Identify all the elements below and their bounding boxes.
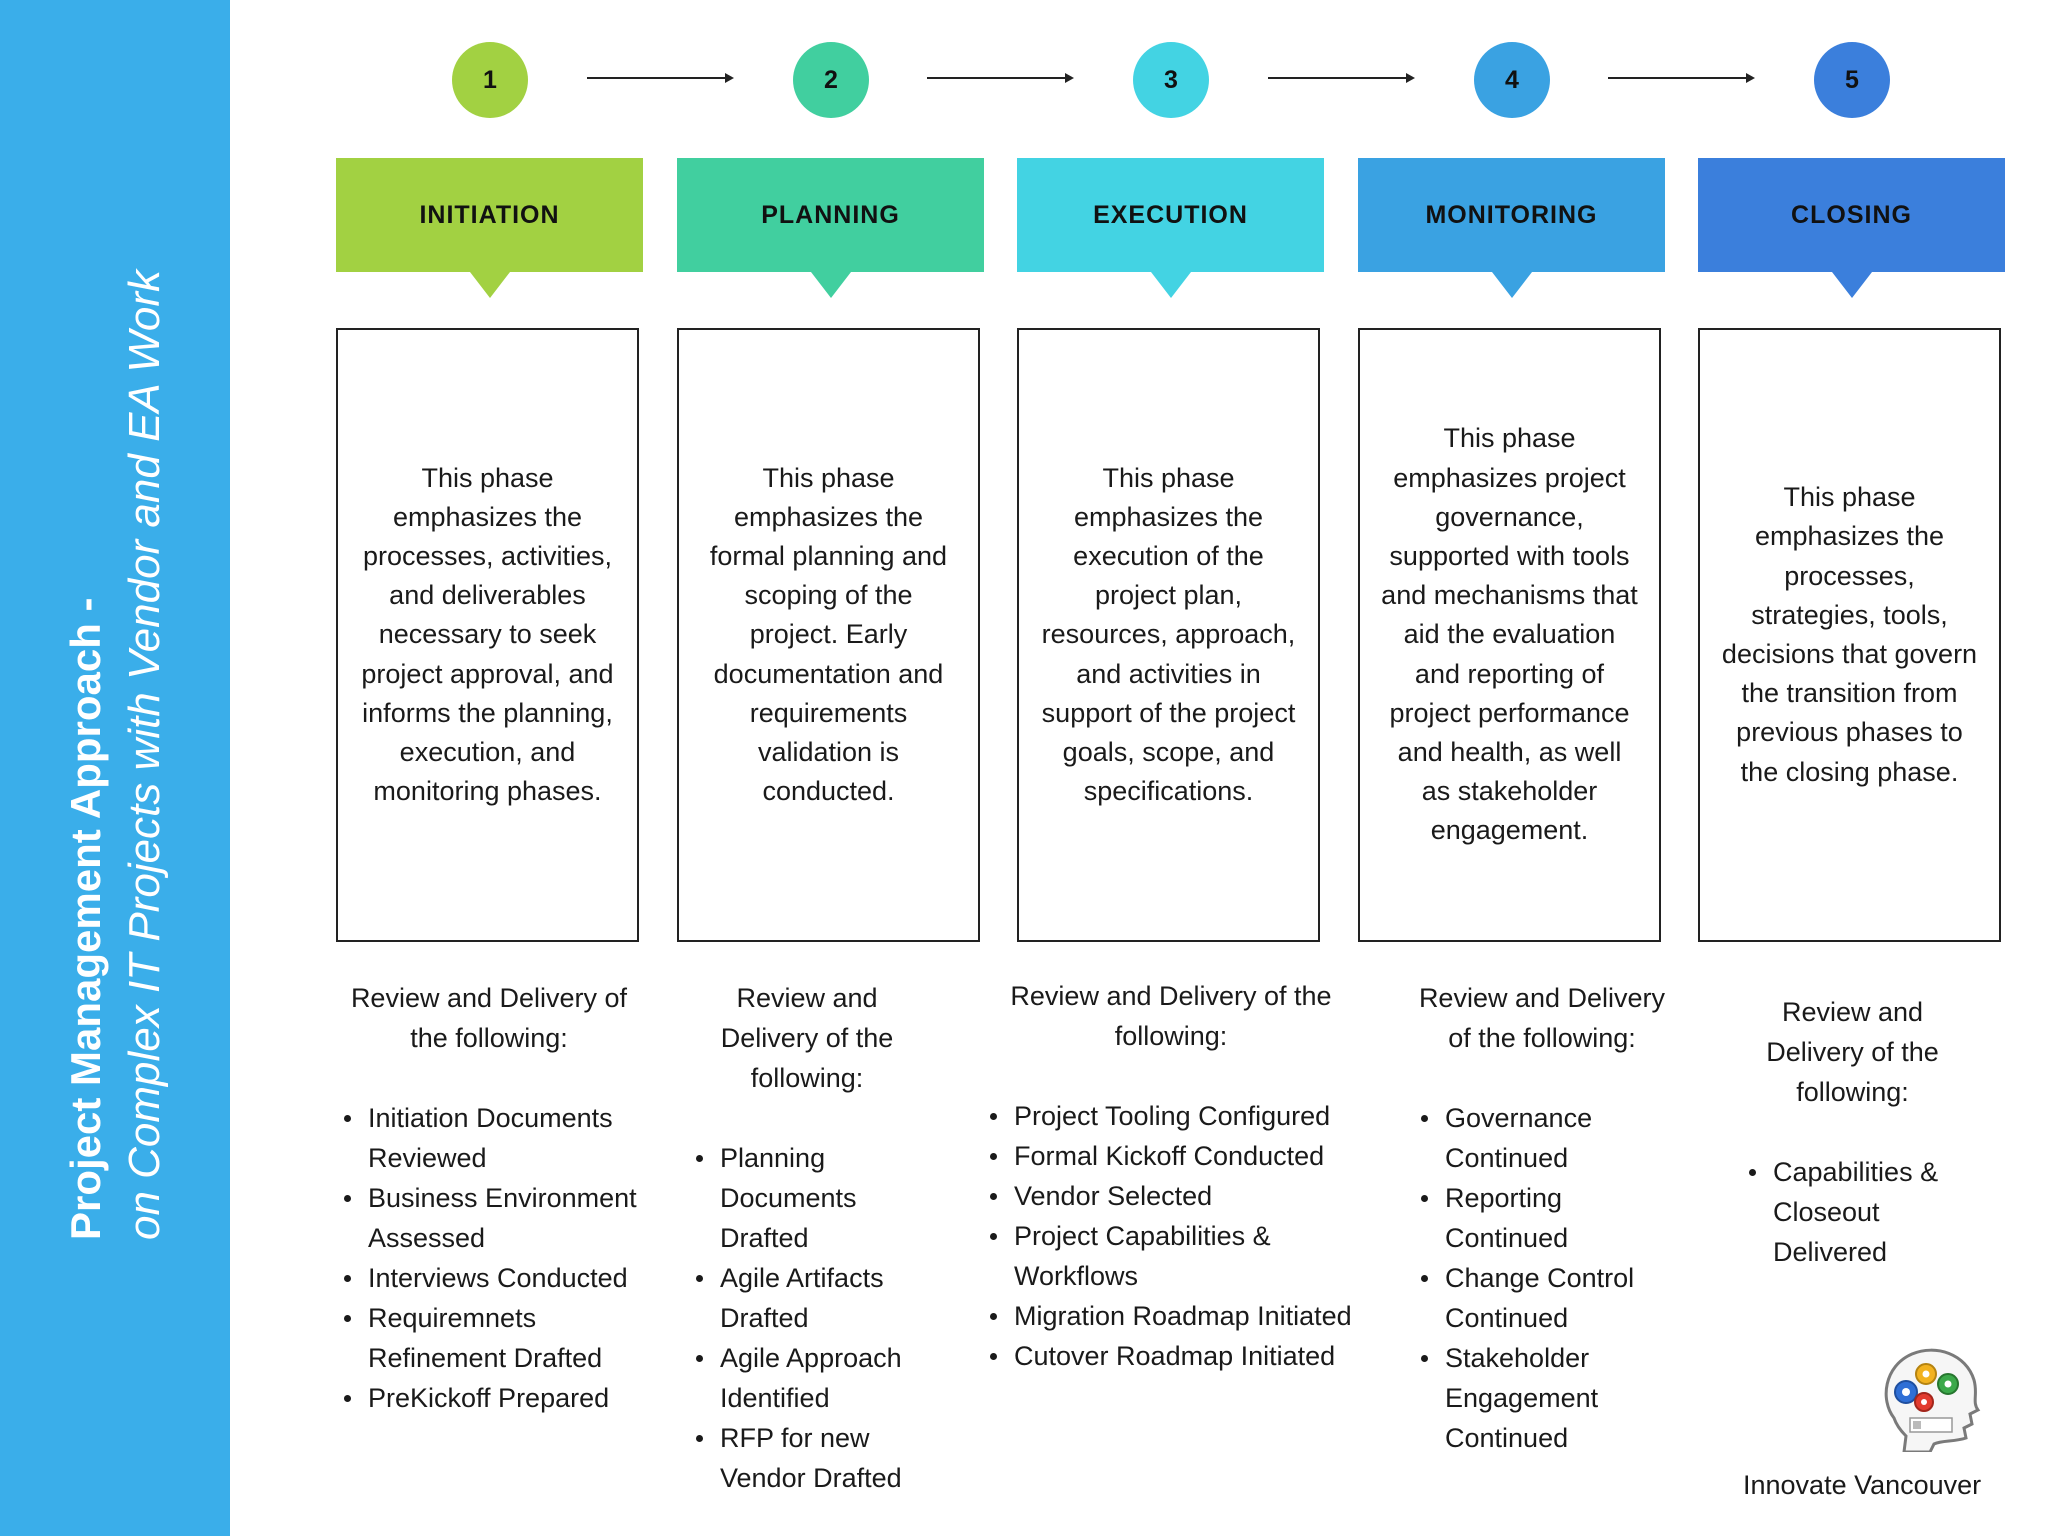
deliverables-intro: Review and Delivery of the following:: [1766, 997, 1939, 1107]
deliverables-intro: Review and Delivery of the following:: [1418, 983, 1666, 1053]
phase-description-closing: This phase emphasizes the processes, str…: [1698, 328, 2001, 942]
phase-header-planning: PLANNING: [677, 158, 984, 298]
phase-description-text: This phase emphasizes the formal plannin…: [709, 462, 948, 807]
phase-description-text: This phase emphasizes project governance…: [1381, 423, 1638, 846]
deliverables-list: Capabilities & Closeout Delivered: [1735, 1152, 1970, 1272]
phase-header-label: MONITORING: [1425, 200, 1598, 229]
phase-header-label: EXECUTION: [1093, 200, 1248, 229]
callout-pointer: [1491, 272, 1532, 298]
phase-header-closing: CLOSING: [1698, 158, 2005, 298]
step-circle-1: 1: [452, 42, 528, 118]
phase-description-monitoring: This phase emphasizes project governance…: [1358, 328, 1661, 942]
arrow-right-icon: [587, 73, 734, 83]
arrow-right-icon: [1608, 73, 1755, 83]
phase-description-text: This phase emphasizes the processes, act…: [361, 462, 614, 807]
deliverables-intro: Review and Delivery of the following:: [1010, 981, 1332, 1051]
list-item: Project Capabilities & Workflows: [976, 1216, 1366, 1296]
deliverables-intro: Review and Delivery of the following:: [350, 983, 628, 1053]
brand-name: Innovate Vancouver: [1743, 1470, 1982, 1500]
list-item: RFP for new Vendor Drafted: [682, 1418, 932, 1498]
list-item: Stakeholder Engagement Continued: [1407, 1338, 1677, 1458]
list-item: Reporting Continued: [1407, 1178, 1677, 1258]
phase-header-monitoring: MONITORING: [1358, 158, 1665, 298]
phase-header-label: INITIATION: [419, 200, 560, 229]
callout-pointer: [1150, 272, 1191, 298]
phase-header-label: CLOSING: [1791, 200, 1912, 229]
callout-pointer: [810, 272, 851, 298]
list-item: Migration Roadmap Initiated: [976, 1296, 1366, 1336]
phase-description-planning: This phase emphasizes the formal plannin…: [677, 328, 980, 942]
page-subtitle: on Complex IT Projects with Vendor and E…: [120, 269, 169, 1241]
deliverables-closing: Review and Delivery of the following: Ca…: [1735, 992, 1970, 1272]
list-item: Business Environment Assessed: [330, 1178, 648, 1258]
arrow-right-icon: [1268, 73, 1415, 83]
list-item: Initiation Documents Reviewed: [330, 1098, 648, 1178]
deliverables-monitoring: Review and Delivery of the following: Go…: [1407, 978, 1677, 1458]
deliverables-list: Initiation Documents Reviewed Business E…: [330, 1098, 648, 1418]
deliverables-intro: Review and Delivery of the following:: [720, 983, 894, 1093]
list-item: PreKickoff Prepared: [330, 1378, 648, 1418]
deliverables-execution: Review and Delivery of the following: Pr…: [976, 976, 1366, 1376]
list-item: Planning Documents Drafted: [682, 1138, 932, 1258]
list-item: Agile Artifacts Drafted: [682, 1258, 932, 1338]
list-item: Project Tooling Configured: [976, 1096, 1366, 1136]
list-item: Vendor Selected: [976, 1176, 1366, 1216]
step-circle-5: 5: [1814, 42, 1890, 118]
step-circle-2: 2: [793, 42, 869, 118]
list-item: Cutover Roadmap Initiated: [976, 1336, 1366, 1376]
phase-description-text: This phase emphasizes the execution of t…: [1041, 462, 1296, 807]
step-circle-4: 4: [1474, 42, 1550, 118]
deliverables-planning: Review and Delivery of the following: Pl…: [682, 978, 932, 1498]
list-item: Formal Kickoff Conducted: [976, 1136, 1366, 1176]
deliverables-list: Project Tooling Configured Formal Kickof…: [976, 1096, 1366, 1376]
phase-header-initiation: INITIATION: [336, 158, 643, 298]
list-item: Agile Approach Identified: [682, 1338, 932, 1418]
deliverables-initiation: Review and Delivery of the following: In…: [330, 978, 648, 1418]
list-item: Change Control Continued: [1407, 1258, 1677, 1338]
phase-header-label: PLANNING: [761, 200, 900, 229]
list-item: Requiremnets Refinement Drafted: [330, 1298, 648, 1378]
list-item: Interviews Conducted: [330, 1258, 648, 1298]
phase-header-execution: EXECUTION: [1017, 158, 1324, 298]
sidebar: Project Management Approach - on Complex…: [0, 0, 230, 1536]
callout-pointer: [1831, 272, 1872, 298]
phase-description-initiation: This phase emphasizes the processes, act…: [336, 328, 639, 942]
phase-description-text: This phase emphasizes the processes, str…: [1721, 482, 1978, 787]
arrow-right-icon: [927, 73, 1074, 83]
list-item: Capabilities & Closeout Delivered: [1735, 1152, 1970, 1272]
phase-description-execution: This phase emphasizes the execution of t…: [1017, 328, 1320, 942]
deliverables-list: Governance Continued Reporting Continued…: [1407, 1098, 1677, 1458]
callout-pointer: [469, 272, 510, 298]
deliverables-list: Planning Documents Drafted Agile Artifac…: [682, 1138, 932, 1498]
sidebar-text: Project Management Approach - on Complex…: [56, 270, 174, 1240]
page-title: Project Management Approach -: [62, 597, 109, 1241]
step-circle-3: 3: [1133, 42, 1209, 118]
head-with-gears-logo: [1884, 1348, 1981, 1452]
list-item: Governance Continued: [1407, 1098, 1677, 1178]
